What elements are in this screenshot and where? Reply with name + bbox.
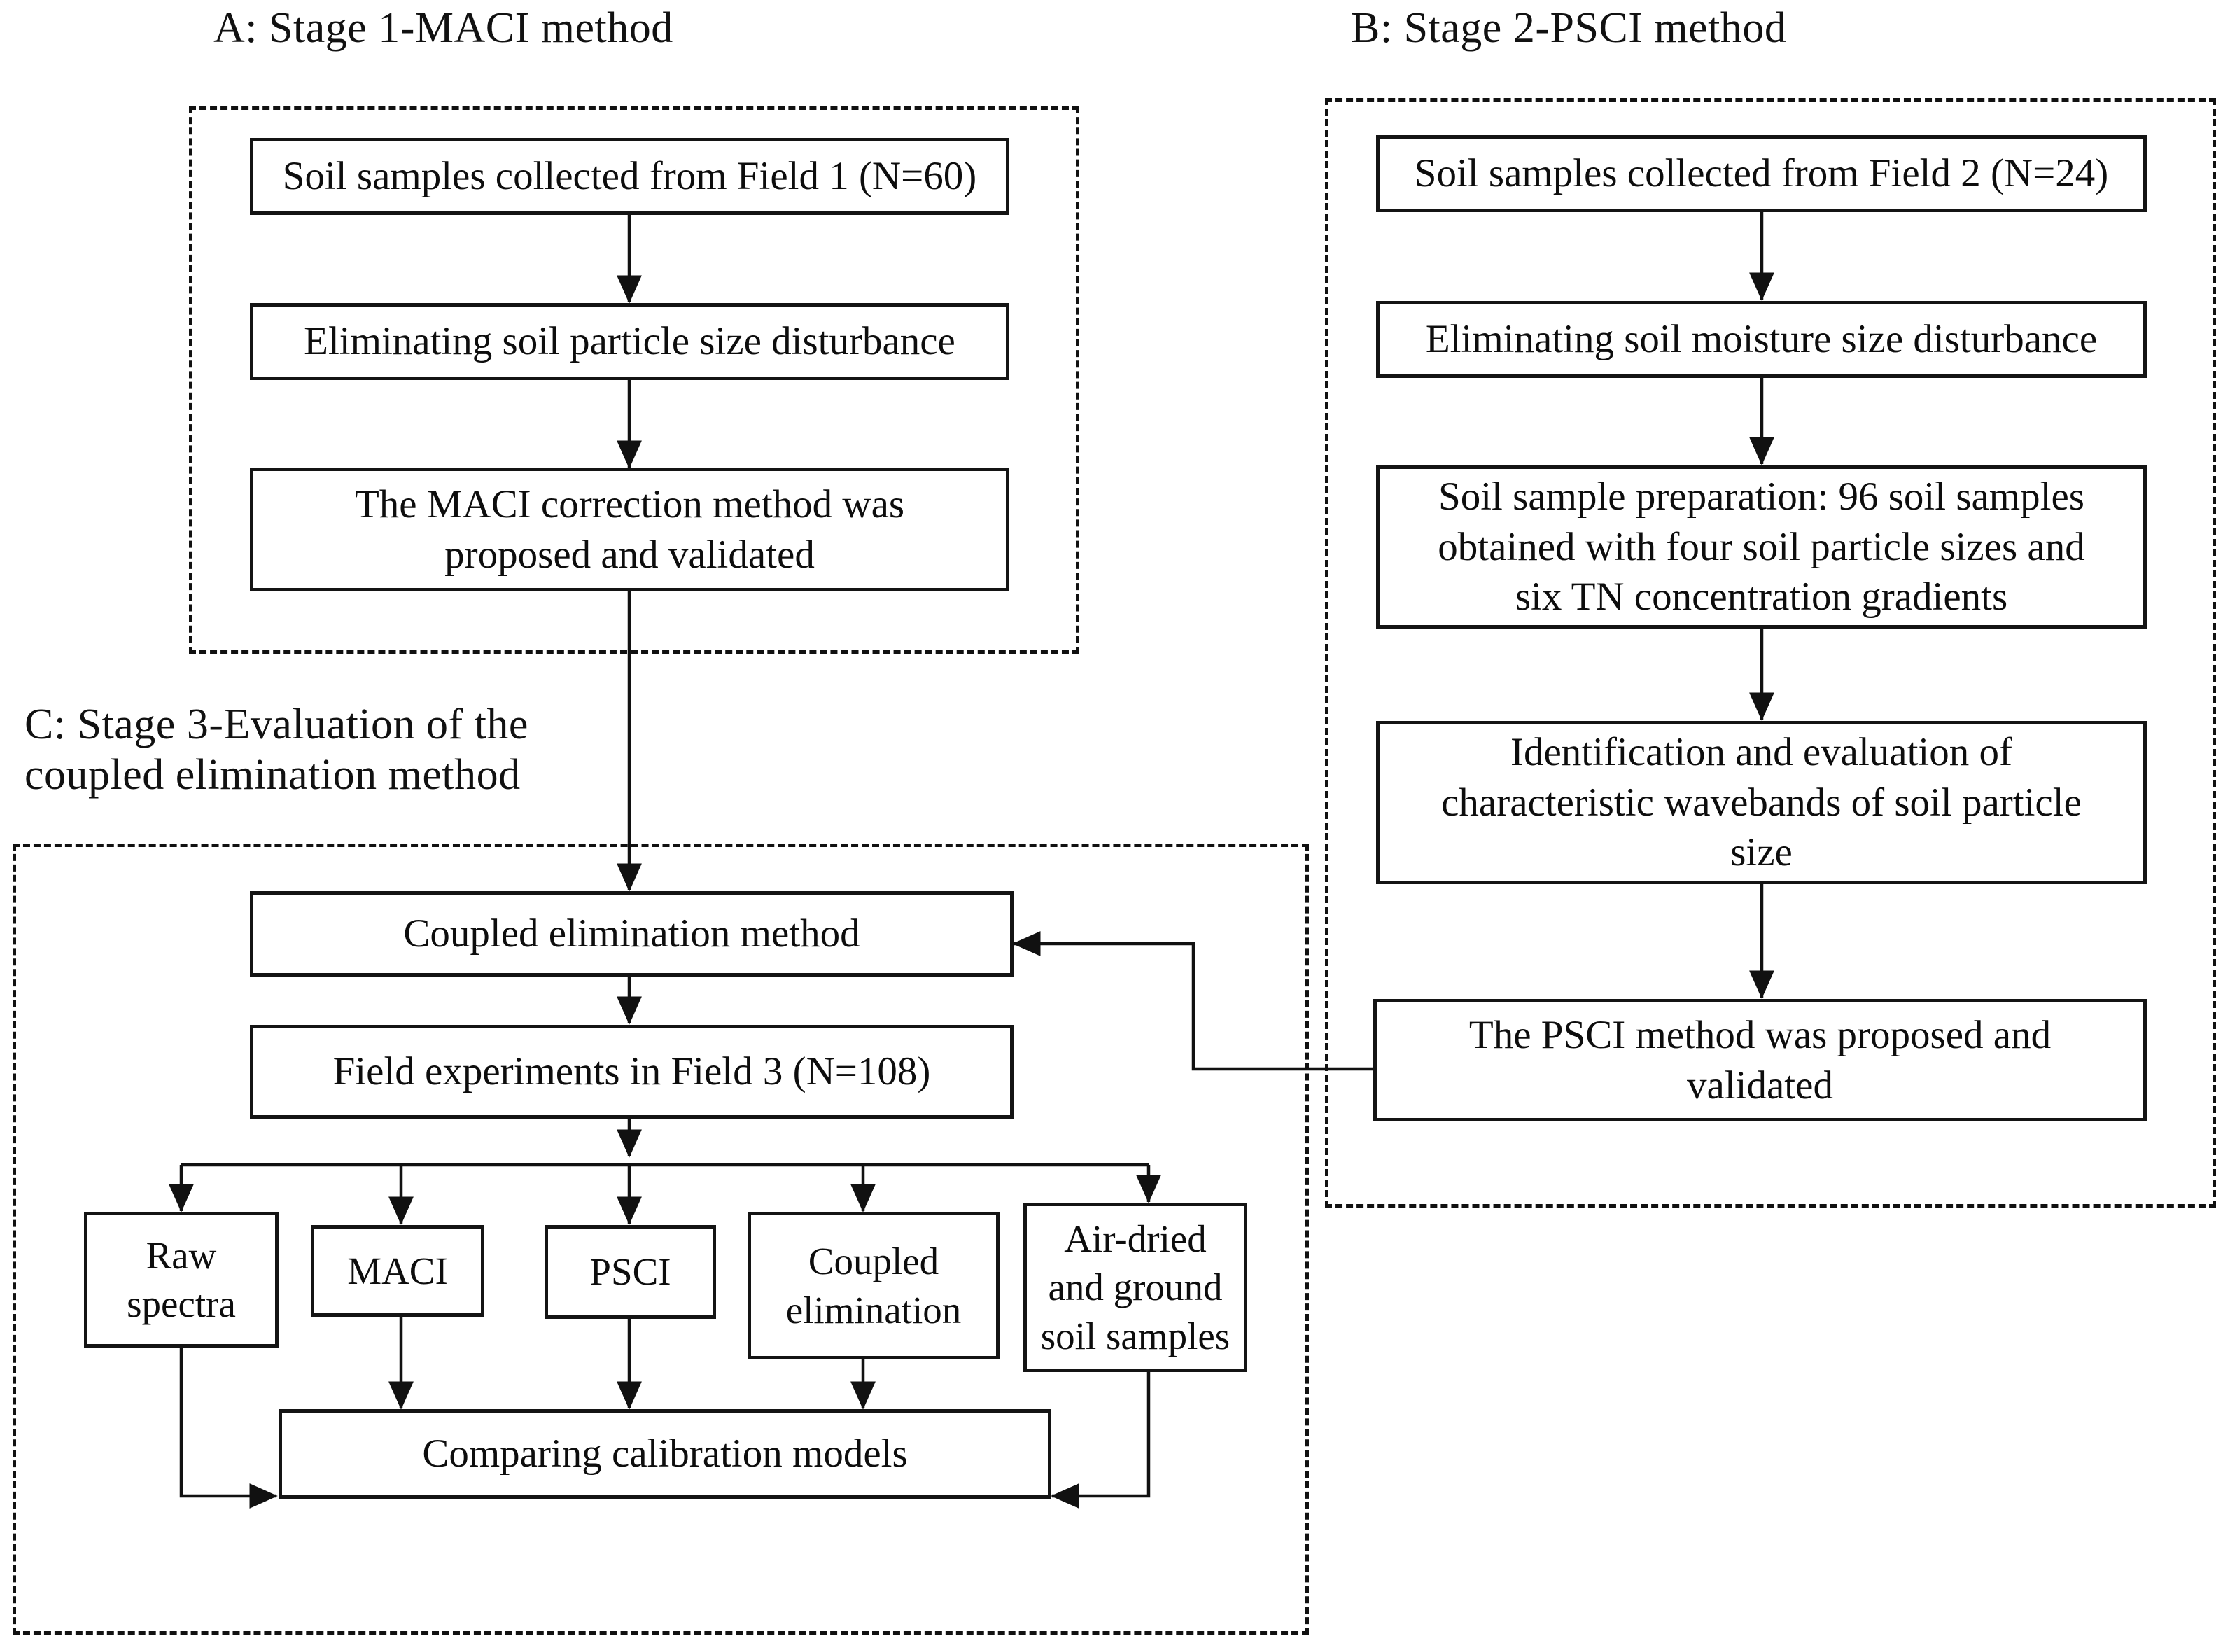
node-text: The PSCI method was proposed and validat… <box>1468 1012 2052 1107</box>
node-text: Soil samples collected from Field 2 (N=2… <box>1414 151 2109 196</box>
node-text: The MACI correction method was proposed … <box>354 482 905 577</box>
node-b-eliminating-moisture: Eliminating soil moisture size disturban… <box>1376 301 2147 378</box>
node-text: Raw spectra <box>127 1233 236 1325</box>
node-text: Eliminating soil moisture size disturban… <box>1425 317 2098 362</box>
node-a-maci-correction-method: The MACI correction method was proposed … <box>250 468 1009 592</box>
node-text: Comparing calibration models <box>422 1432 908 1476</box>
node-b-psci-method-proposed: The PSCI method was proposed and validat… <box>1373 999 2147 1121</box>
panel-c-frame <box>13 844 1309 1634</box>
node-text: Coupled elimination method <box>403 911 860 956</box>
node-text: Field experiments in Field 3 (N=108) <box>332 1049 931 1094</box>
node-c-branch-air-dried-ground: Air-dried and ground soil samples <box>1023 1203 1247 1372</box>
node-c-branch-psci: PSCI <box>545 1225 716 1319</box>
node-text: Identification and evaluation of charact… <box>1441 729 2082 875</box>
node-a-eliminating-particle-size: Eliminating soil particle size disturban… <box>250 303 1009 380</box>
node-text: Soil samples collected from Field 1 (N=6… <box>282 154 977 199</box>
node-text: Eliminating soil particle size disturban… <box>304 319 955 364</box>
node-b-identification-wavebands: Identification and evaluation of charact… <box>1376 721 2147 884</box>
node-a-soil-samples-field1: Soil samples collected from Field 1 (N=6… <box>250 138 1009 215</box>
node-c-field-experiments-field3: Field experiments in Field 3 (N=108) <box>250 1025 1014 1119</box>
panel-a-title: A: Stage 1-MACI method <box>213 4 673 52</box>
node-b-soil-sample-preparation: Soil sample preparation: 96 soil samples… <box>1376 465 2147 629</box>
panel-b-title: B: Stage 2-PSCI method <box>1351 4 1787 52</box>
node-c-branch-raw-spectra: Raw spectra <box>84 1212 279 1348</box>
panel-c-title: C: Stage 3-Evaluation of the coupled eli… <box>24 701 528 799</box>
node-text: PSCI <box>589 1250 671 1294</box>
panel-b-frame <box>1325 98 2216 1208</box>
node-c-coupled-elimination-method: Coupled elimination method <box>250 891 1014 976</box>
panel-a-frame <box>189 106 1079 654</box>
node-text: Soil sample preparation: 96 soil samples… <box>1438 474 2085 620</box>
node-text: Air-dried and ground soil samples <box>1040 1217 1230 1357</box>
node-b-soil-samples-field2: Soil samples collected from Field 2 (N=2… <box>1376 135 2147 212</box>
node-c-comparing-calibration-models: Comparing calibration models <box>279 1409 1051 1499</box>
node-text: Coupled elimination <box>785 1240 962 1331</box>
node-c-branch-maci: MACI <box>311 1225 484 1317</box>
node-text: MACI <box>347 1249 448 1292</box>
node-c-branch-coupled-elimination: Coupled elimination <box>748 1212 1000 1359</box>
